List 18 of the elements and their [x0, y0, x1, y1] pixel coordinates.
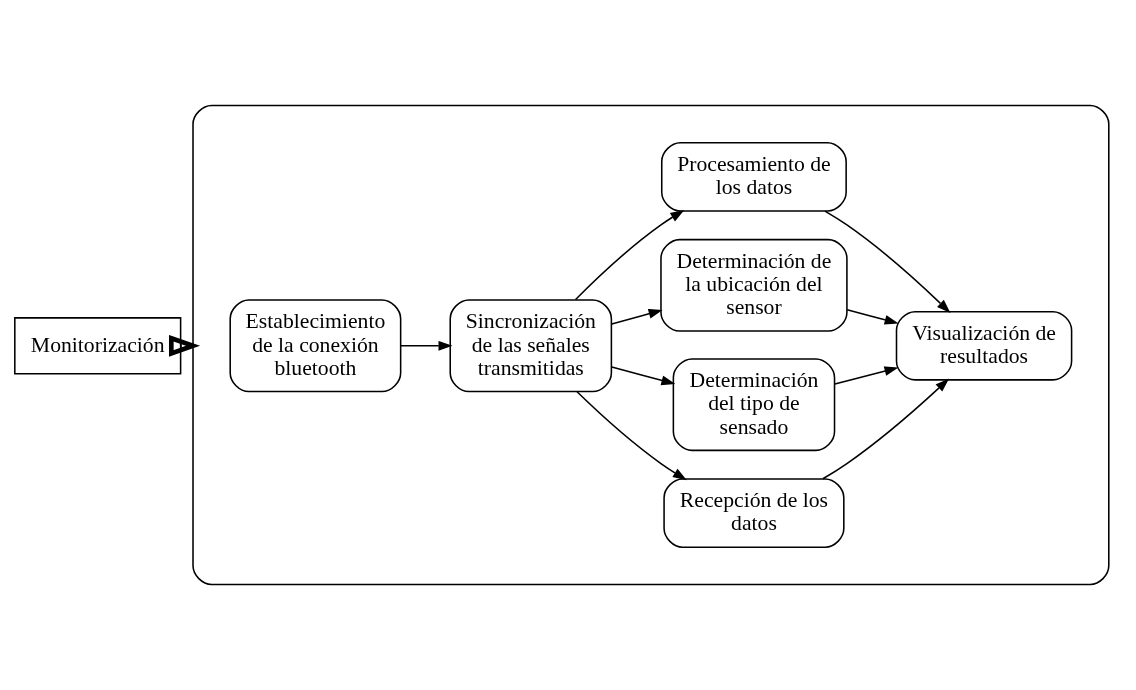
node-box: Determinación de la ubicación del sensor [660, 238, 848, 332]
arrow [576, 390, 687, 481]
cluster [192, 104, 1110, 586]
arrow [611, 366, 676, 386]
node-box: Determinación del tipo de sensado [672, 358, 836, 452]
arrow [822, 378, 950, 480]
node-box: Procesamiento de los datos [660, 142, 847, 212]
arrow [846, 308, 899, 325]
node-box: Recepción de los datos [663, 478, 845, 548]
arrow [824, 210, 951, 314]
arrow [834, 366, 899, 385]
arrow [169, 334, 201, 357]
arrow [574, 209, 685, 301]
arrow [400, 340, 453, 351]
arrow [611, 309, 663, 325]
node-box: Visualización de resultados [895, 310, 1073, 381]
node-box: Establecimiento de la conexión bluetooth [229, 299, 402, 393]
node-box: Sincronización de las señales transmitidas [449, 299, 613, 393]
